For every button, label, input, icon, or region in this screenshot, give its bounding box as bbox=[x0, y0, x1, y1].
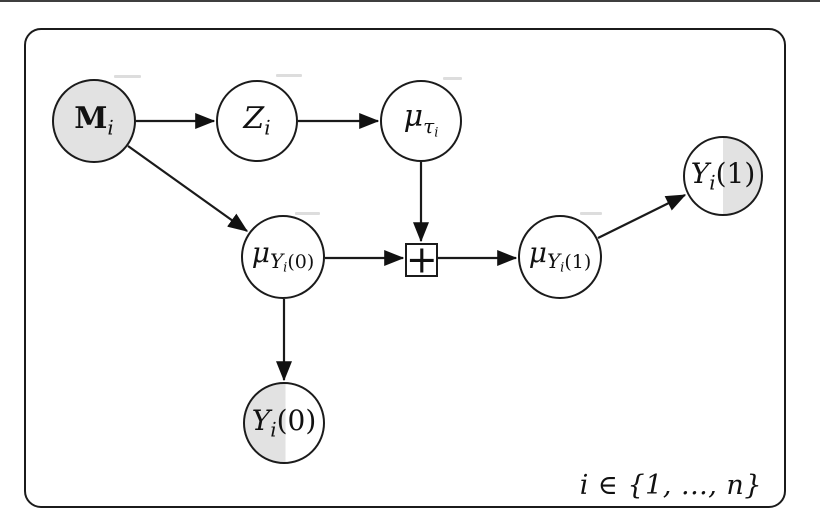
edge-m-to-muy0 bbox=[127, 145, 248, 232]
node-mu-Y-i-0-label: μYi(0) bbox=[251, 235, 315, 276]
edge-muy1-to-y1 bbox=[597, 194, 687, 239]
node-mu-tau-i: μτi bbox=[380, 80, 462, 162]
node-Y-i-0-label: Yi(0) bbox=[251, 403, 317, 442]
render-artifact bbox=[276, 74, 302, 77]
node-mu-Y-i-1: μYi(1) bbox=[518, 215, 602, 299]
sum-node: + bbox=[405, 238, 438, 282]
screenshot-top-border bbox=[0, 0, 820, 2]
node-M-i: Mi bbox=[52, 79, 136, 163]
node-Z-i-label: Zi bbox=[243, 101, 271, 140]
node-mu-Y-i-1-label: μYi(1) bbox=[528, 235, 592, 276]
render-artifact bbox=[580, 212, 602, 215]
render-artifact bbox=[443, 77, 462, 80]
render-artifact bbox=[295, 212, 320, 215]
node-Y-i-0: Yi(0) bbox=[243, 382, 325, 464]
node-mu-Y-i-0: μYi(0) bbox=[241, 215, 325, 299]
render-artifact bbox=[114, 75, 141, 78]
node-Z-i: Zi bbox=[216, 80, 298, 162]
node-Y-i-1: Yi(1) bbox=[683, 136, 763, 216]
node-M-i-label: Mi bbox=[74, 101, 114, 140]
plate-index-label: i ∈ {1, ..., n} bbox=[579, 470, 762, 501]
node-mu-tau-i-label: μτi bbox=[403, 99, 439, 141]
node-Y-i-1-label: Yi(1) bbox=[690, 156, 756, 195]
